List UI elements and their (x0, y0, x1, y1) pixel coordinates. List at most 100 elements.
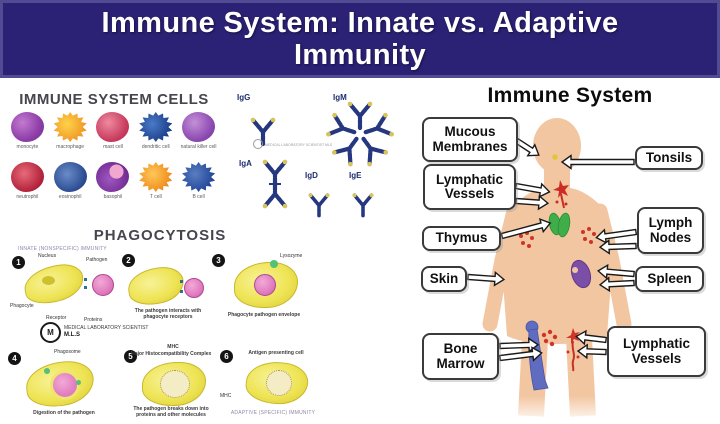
cell-macrophage: macrophage (49, 112, 92, 157)
watermark-text: MEDICAL LABORATORY SCIENTIST MLS (265, 143, 333, 147)
label-spleen: Spleen (635, 266, 704, 292)
macrophage-illustration (53, 112, 87, 142)
step-number: 4 (8, 352, 21, 365)
mucous-arrow (514, 137, 540, 157)
leg-fade (475, 396, 645, 424)
label-lymph-nodes: Lymph Nodes (637, 207, 704, 254)
iga-dimer (263, 160, 288, 209)
lymph-vessels-lower-arrow (576, 343, 607, 360)
receptor-dot (84, 286, 87, 289)
cell-basophil: basophil (92, 162, 135, 207)
step-caption: Digestion of the pathogen (33, 410, 95, 416)
cell-label: mast cell (103, 144, 123, 150)
step-caption: Phagocyte pathogen envelope (227, 312, 301, 318)
cells-section-title: IMMUNE SYSTEM CELLS (19, 91, 209, 108)
lymph-nodes-arrow (595, 228, 638, 245)
phagosome-label: Phagosome (54, 349, 81, 355)
step-number: 5 (124, 350, 137, 363)
thigh-lymphatic-vessels-organ (566, 328, 580, 372)
cell-dendritic: dendritic cell (134, 112, 177, 157)
phagocytosis-step-5: 5 MHC Major Histocompatibility Complex T… (122, 344, 220, 424)
lymph-node-cluster-right (581, 227, 596, 244)
thigh-lymph-dots (541, 329, 558, 347)
ige-label: IgE (349, 171, 362, 180)
igg-label: IgG (237, 93, 250, 102)
igm-label: IgM (333, 93, 347, 102)
phagocytosis-step-4: 4 Phagosome Digestion of the pathogen (8, 348, 120, 422)
igm-pentamer (325, 102, 394, 168)
bone-marrow-arrow (498, 346, 543, 362)
pointer-arrows (467, 137, 638, 362)
phagocytosis-step-1: 1 Nucleus Pathogen Phagocyte Receptor Pr… (10, 252, 120, 326)
step-number: 3 (212, 254, 225, 267)
thymus-arrow (500, 217, 552, 240)
tonsils-organ (552, 154, 558, 160)
step-caption: The pathogen interacts with phagocyte re… (134, 308, 202, 321)
nucleus-shape (42, 276, 55, 285)
lysozyme-label: Lysozyme (280, 253, 303, 259)
spleen-arrow (596, 263, 635, 280)
skin-arrow (467, 270, 506, 287)
iga-label: IgA (239, 159, 252, 168)
microscope-icon: M (40, 322, 61, 343)
receptor-dot (84, 278, 87, 281)
spleen-organ (570, 259, 592, 289)
cell-label: basophil (103, 194, 123, 200)
proteins-label: Proteins (84, 317, 103, 323)
antigen-presenting-label: Antigen presenting cell (248, 350, 304, 356)
body-diagram-panel: Immune System (420, 84, 720, 424)
thymus-organ (548, 212, 571, 238)
mhc-label: MHC (220, 393, 232, 399)
enzyme-dot (76, 380, 81, 385)
cell-b-cell: B cell (177, 162, 220, 207)
igg-antibody (251, 118, 276, 144)
spleen-arrow (598, 276, 635, 293)
cell-nk: natural killer cell (177, 112, 220, 157)
cell-monocyte: monocyte (6, 112, 49, 157)
receptor-dot (180, 290, 183, 293)
cell-label: T cell (149, 194, 162, 200)
label-skin: Skin (421, 266, 467, 292)
step-number: 1 (12, 256, 25, 269)
body-diagram-title: Immune System (487, 84, 653, 107)
enzyme-dot (44, 368, 50, 374)
adaptive-immunity-note: ADAPTIVE (SPECIFIC) IMMUNITY (230, 410, 316, 416)
cell-eosinophil: eosinophil (49, 162, 92, 207)
lymph-vessels-upper-arrow (514, 182, 551, 198)
body-figure (467, 118, 645, 424)
step-caption: The pathogen breaks down into proteins a… (133, 406, 209, 419)
label-lymphatic-vessels-upper: Lymphatic Vessels (423, 164, 516, 210)
igd-label: IgD (305, 171, 318, 180)
digested-vesicle (266, 370, 292, 396)
phagocyte-cell (142, 362, 206, 406)
header-banner: Immune System: Innate vs. Adaptive Immun… (0, 0, 720, 78)
lymph-vessels-lower-arrow (575, 329, 608, 346)
label-thymus: Thymus (422, 226, 501, 251)
receptor-dot (180, 280, 183, 283)
label-bone-marrow: Bone Marrow (422, 333, 499, 380)
lymph-vessels-upper-arrow (515, 194, 550, 211)
monocyte-illustration (10, 112, 44, 142)
mhc-full-label: Major Histocompatibility Complex (130, 351, 212, 357)
cell-mast-cell: mast cell (92, 112, 135, 157)
pathogen-shape (92, 274, 114, 296)
phagocyte-label: Phagocyte (10, 303, 34, 309)
cell-neutrophil: neutrophil (6, 162, 49, 207)
cell-label: neutrophil (16, 194, 39, 200)
basophil-illustration (96, 162, 130, 192)
label-mucous-membranes: Mucous Membranes (422, 117, 518, 162)
pathogen-shape (254, 274, 276, 296)
eosinophil-illustration (53, 162, 87, 192)
mls-logo: M MEDICAL LABORATORY SCIENTIST M.L.S (40, 322, 148, 343)
dendritic-cell-illustration (139, 112, 173, 142)
antibody-diagram: IgG IgM MEDICAL LABORATORY SCIENTIST MLS… (237, 93, 418, 218)
step-number: 2 (122, 254, 135, 267)
lysozyme-dot (270, 260, 278, 268)
cell-t-cell: T cell (134, 162, 177, 207)
phagocyte-cell (125, 264, 187, 308)
ige-antibody (350, 191, 376, 218)
step-number: 6 (220, 350, 233, 363)
cell-label: natural killer cell (180, 144, 217, 150)
neck-lymphatic-vessels-organ (553, 180, 569, 209)
cell-label: B cell (192, 194, 205, 200)
